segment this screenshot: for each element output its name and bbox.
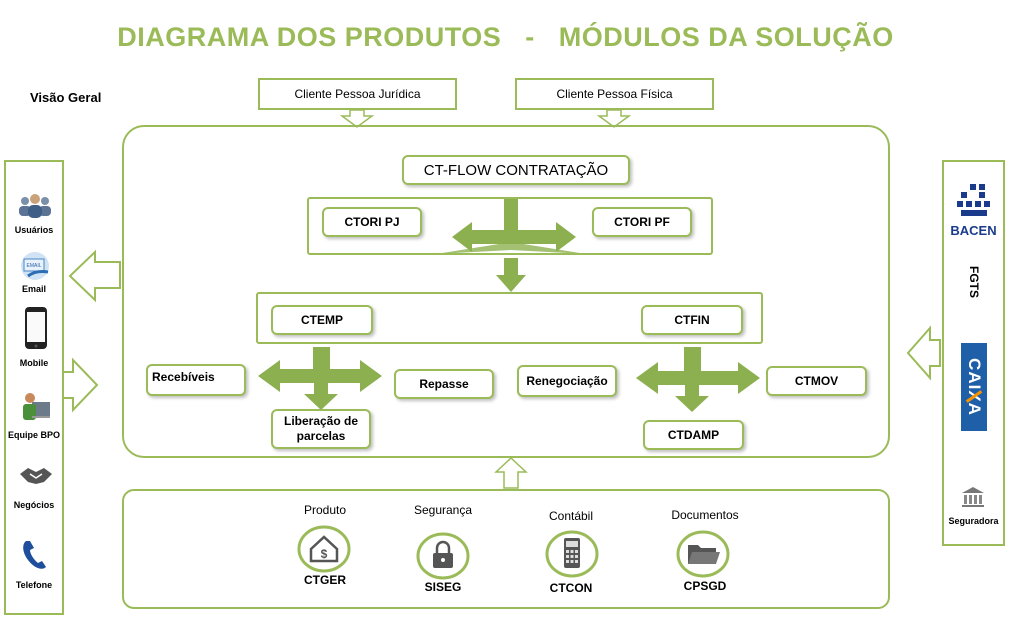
repasse-label: Repasse: [419, 377, 469, 391]
partner-fgts-label: FGTS: [967, 266, 981, 298]
channel-bpo-label: Equipe BPO: [7, 430, 60, 440]
overview-label: Visão Geral: [30, 90, 102, 105]
client-pj-label: Cliente Pessoa Jurídica: [294, 87, 421, 101]
partner-fgts-wrapper: FGTS: [962, 262, 986, 302]
folder-icon[interactable]: [676, 530, 731, 578]
ctemp-ctfin-container: [256, 292, 763, 344]
phone-icon[interactable]: [20, 538, 48, 572]
liberacao-box[interactable]: Liberação de parcelas: [271, 409, 371, 449]
module-siseg-code: SISEG: [424, 580, 462, 594]
left-in-arrow: [62, 357, 99, 413]
caixa-logo-icon: CAIXA: [961, 343, 987, 431]
ctemp-double-arrow: [258, 360, 382, 392]
ctflow-label: CT-FLOW CONTRATAÇÃO: [423, 161, 609, 179]
ctori-pf-box[interactable]: CTORI PF: [592, 207, 692, 237]
svg-text:$: $: [321, 547, 328, 561]
ctori-pj-box[interactable]: CTORI PJ: [322, 207, 422, 237]
email-icon[interactable]: EMAIL: [18, 250, 52, 282]
module-cpsgd-code: CPSGD: [683, 579, 727, 593]
ctori-double-arrow: [452, 222, 576, 252]
ctori-wings: [436, 242, 586, 254]
channel-mobile-label: Mobile: [19, 358, 49, 368]
module-documentos-label: Documentos: [671, 508, 739, 522]
module-ctcon-code: CTCON: [549, 581, 593, 595]
ctdamp-box[interactable]: CTDAMP: [643, 420, 744, 450]
ctmov-box[interactable]: CTMOV: [766, 366, 867, 396]
mobile-icon[interactable]: [24, 306, 48, 350]
users-icon[interactable]: [15, 192, 55, 222]
ctflow-box[interactable]: CT-FLOW CONTRATAÇÃO: [402, 155, 630, 185]
channel-email-label: Email: [21, 284, 46, 294]
bank-building-icon: [962, 487, 984, 507]
client-pj-arrow: [339, 109, 375, 128]
channel-telefone-label: Telefone: [15, 580, 53, 590]
ctori-stem: [504, 199, 518, 231]
calculator-icon[interactable]: [545, 530, 600, 578]
bpo-team-icon[interactable]: [20, 390, 52, 426]
lock-icon[interactable]: [416, 532, 471, 580]
bottom-up-arrow: [494, 456, 528, 489]
ctfin-double-arrow: [636, 362, 760, 394]
house-dollar-icon[interactable]: $: [297, 525, 352, 573]
ctemp-label: CTEMP: [301, 313, 343, 327]
main-flow-frame: [122, 125, 890, 458]
client-pj-box[interactable]: Cliente Pessoa Jurídica: [258, 78, 457, 110]
ctfin-label: CTFIN: [674, 313, 710, 327]
renegociacao-box[interactable]: Renegociação: [517, 365, 617, 397]
ctmov-label: CTMOV: [794, 374, 839, 388]
repasse-box[interactable]: Repasse: [394, 369, 494, 399]
client-pf-box[interactable]: Cliente Pessoa Física: [515, 78, 714, 110]
bacen-logo-icon: [957, 184, 990, 216]
renegociacao-label: Renegociação: [526, 374, 608, 388]
client-pf-label: Cliente Pessoa Física: [556, 87, 673, 101]
page-title: DIAGRAMA DOS PRODUTOS - MÓDULOS DA SOLUÇ…: [117, 22, 894, 52]
ctemp-down-arrow: [304, 383, 338, 410]
partner-caixa-label: CAIXA: [965, 358, 984, 416]
ctfin-box[interactable]: CTFIN: [641, 305, 743, 335]
ctfin-down-arrow: [675, 385, 709, 412]
right-in-arrow: [906, 325, 941, 381]
left-out-arrow: [68, 249, 121, 303]
module-seguranca-label: Segurança: [413, 503, 473, 517]
ctori-pj-label: CTORI PJ: [344, 215, 400, 229]
recebiveis-box[interactable]: Recebíveis: [146, 364, 246, 396]
liberacao-label: Liberação de parcelas: [283, 414, 359, 443]
ctdamp-label: CTDAMP: [667, 428, 720, 442]
channel-negocios-label: Negócios: [13, 500, 55, 510]
handshake-icon[interactable]: [18, 460, 54, 490]
ctemp-box[interactable]: CTEMP: [271, 305, 373, 335]
partner-bacen-label: BACEN: [950, 223, 997, 238]
module-produto-label: Produto: [303, 503, 347, 517]
module-ctger-code: CTGER: [304, 573, 346, 587]
module-contabil-label: Contábil: [548, 509, 594, 523]
ctfin-stem: [684, 347, 701, 377]
channels-column: [4, 160, 64, 615]
recebiveis-label: Recebíveis: [152, 370, 215, 384]
svg-text:EMAIL: EMAIL: [26, 263, 41, 269]
modules-frame: [122, 489, 890, 609]
partner-seguradora-label: Seguradora: [948, 516, 999, 526]
client-pf-arrow: [596, 109, 632, 128]
channel-usuarios-label: Usuários: [14, 225, 54, 235]
ctori-pf-label: CTORI PF: [614, 215, 670, 229]
ctori-down-arrow: [496, 258, 526, 292]
ctori-container: [307, 197, 713, 255]
